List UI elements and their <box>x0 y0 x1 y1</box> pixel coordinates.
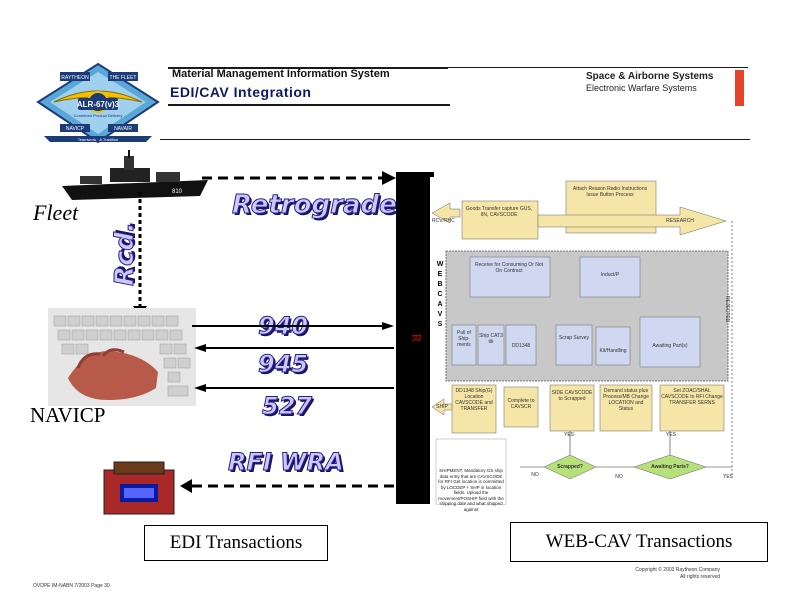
r-letter: R <box>409 333 425 343</box>
company-division: Electronic Warfare Systems <box>586 83 697 93</box>
rcd-arrow <box>133 192 147 318</box>
flow-left-label: RCV/RHC <box>432 218 455 224</box>
copyright: Copyright © 2003 Raytheon Company All ri… <box>600 567 720 581</box>
fleet-label: Fleet <box>33 200 79 225</box>
flow-ship-label: SHIP <box>436 404 448 410</box>
badge-bottom-left: NAVICP <box>66 126 85 132</box>
ship-icon: 810 <box>62 150 208 200</box>
flow-no-2: NO <box>615 474 623 480</box>
flow-low-3: SIDE CAVSCODE to Scrapped <box>551 390 593 402</box>
flow-pull-4: Scrap Survey <box>558 335 589 341</box>
webcavs-letter: W <box>436 261 444 268</box>
badge-center-sub: Combined Product Delivery <box>74 113 123 118</box>
webcav-transactions-box: WEB-CAV Transactions <box>510 522 768 562</box>
flow-pull-5: Kit/Handling <box>599 348 627 354</box>
badge-ribbon: Teamwork · A Tradition <box>78 137 118 142</box>
flow-box-mid-1: Receive for Consuming Or Not On Contract <box>474 262 544 274</box>
rfi-arrow <box>180 479 396 493</box>
webcavs-letter: C <box>437 291 443 298</box>
wra-unit-icon <box>103 461 175 515</box>
flow-pull-1: Pull of Ship-ments <box>457 330 471 348</box>
flow-pull-2: Ship CAT3 tik <box>479 333 503 345</box>
retrograde-arrow <box>202 171 396 185</box>
webcav-flowchart <box>431 180 733 505</box>
header-subtitle: EDI/CAV Integration <box>170 84 312 100</box>
copyright-line-1: Copyright © 2003 Raytheon Company <box>635 567 720 573</box>
rfi-wra-label: RFI WRA <box>228 448 345 477</box>
navicp-label: NAVICP <box>30 403 106 427</box>
header-rule-top <box>168 67 448 69</box>
badge-center: ALR-67(v)3 <box>77 100 120 109</box>
brand-bar <box>735 70 744 106</box>
badge-bottom-right: NAVAIR <box>114 126 132 132</box>
webcavs-letter: S <box>437 321 443 328</box>
company-name: Space & Airborne Systems <box>586 71 714 82</box>
copyright-line-2: All rights reserved <box>679 574 720 580</box>
edi-arrows <box>192 322 394 392</box>
badge-top-right: THE FLEET <box>110 75 137 81</box>
flow-yes-3: YES <box>722 474 733 480</box>
flow-box-mid-2: Induct/P <box>600 272 620 278</box>
flow-yes-1: YES <box>563 432 574 438</box>
flow-rejected-label: REJECTED <box>724 296 730 323</box>
ship-number: 810 <box>172 189 183 195</box>
webcavs-letter: E <box>437 271 443 278</box>
webcavs-column: W E B C A V S <box>435 260 445 330</box>
webcavs-letter: B <box>437 281 443 288</box>
webcavs-letter: V <box>437 311 443 318</box>
doc-945-label: 945 <box>257 350 309 379</box>
webcavs-letter: A <box>437 301 443 308</box>
retrograde-label: Retrograde <box>232 190 398 221</box>
flow-box-top-2: Attach Reason Radio Instructions Issue B… <box>572 186 648 198</box>
header-rule-bottom <box>160 139 750 140</box>
flow-research-label: RESEARCH <box>666 218 694 224</box>
doc-527-label: 527 <box>261 392 313 421</box>
header-rule-right <box>448 67 748 68</box>
flow-low-4: Demand status plus Process/MB Change LOC… <box>603 388 649 412</box>
flow-pull-6: Awaiting Part(s) <box>652 343 688 349</box>
header-title: Material Management Information System <box>172 68 390 80</box>
page-footer: OVDPE IM-NABN 7/2003 Page 30 <box>33 583 110 589</box>
program-badge-icon: RAYTHEON THE FLEET ALR-67(v)3 Combined P… <box>36 62 160 144</box>
flow-low-2: Complete to CAVSCR <box>507 398 535 410</box>
header-rule-mid <box>168 104 450 106</box>
flow-pull-3: DD1348 <box>511 343 531 349</box>
flow-no-1: NO <box>531 472 539 478</box>
flow-box-top-1: Goods Transfer capture GUS, IIN, CAVSCOD… <box>465 206 533 218</box>
flow-note-box: SHIPMENT: Mandatory GS ship data entry t… <box>438 468 504 512</box>
edi-transactions-box: EDI Transactions <box>144 525 328 561</box>
webcav-boundary <box>396 172 434 504</box>
badge-top-left: RAYTHEON <box>61 75 89 81</box>
keyboard-icon <box>48 308 196 406</box>
flow-node-awaiting: Awaiting Parts? <box>651 464 689 470</box>
flow-low-1: DD1348 Ship(G) Location CAVSCODE and TRA… <box>455 388 493 412</box>
flow-node-scrapped: Scrapped? <box>557 464 583 470</box>
flow-yes-2: YES <box>665 432 676 438</box>
flow-low-5: Set ZOAC/SHAL CAVSCODE to RFI Change TRA… <box>661 388 723 406</box>
